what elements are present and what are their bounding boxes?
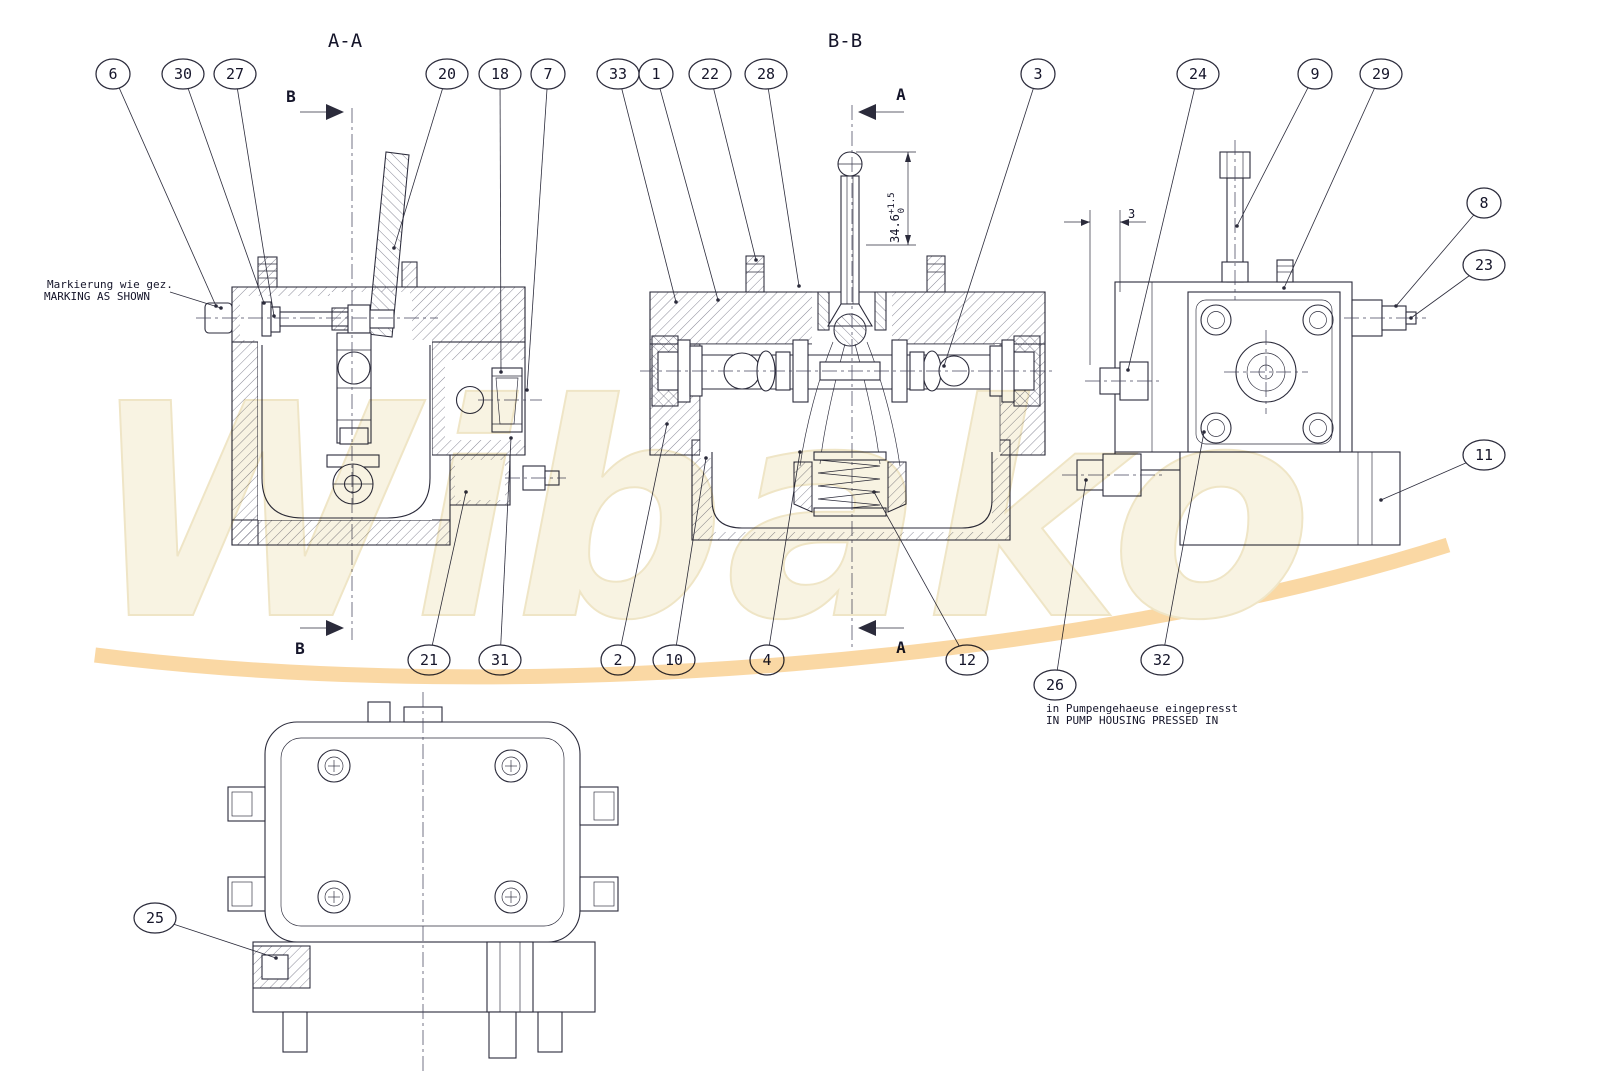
callout-6: 6 [95,58,131,90]
callout-7: 7 [530,58,566,90]
svg-text:20: 20 [438,65,456,83]
svg-text:22: 22 [701,65,719,83]
svg-text:8: 8 [1479,194,1488,212]
callout-4: 4 [749,644,785,676]
callout-25: 25 [133,902,177,934]
view-section-a-a [196,104,566,640]
annotation-pressed-en: IN PUMP HOUSING PRESSED IN [1046,714,1218,727]
svg-text:24: 24 [1189,65,1207,83]
svg-text:2: 2 [613,651,622,669]
svg-text:3: 3 [1033,65,1042,83]
svg-text:6: 6 [108,65,117,83]
svg-text:12: 12 [958,651,976,669]
view-bottom [227,692,619,1072]
svg-text:27: 27 [226,65,244,83]
annotation-marking-en: MARKING AS SHOWN [44,290,150,303]
svg-text:29: 29 [1372,65,1390,83]
section-letter-A: A [896,638,906,657]
callout-11: 11 [1462,439,1506,471]
svg-text:7: 7 [543,65,552,83]
svg-text:9: 9 [1310,65,1319,83]
svg-text:21: 21 [420,651,438,669]
callout-18: 18 [478,58,522,90]
view-side [1062,140,1426,546]
spring-coil [817,459,881,512]
callout-23: 23 [1462,249,1506,281]
section-letter-B: B [295,639,305,658]
callout-30: 30 [161,58,205,90]
callout-26: 26 [1033,669,1077,701]
callout-3: 3 [1020,58,1056,90]
callout-10: 10 [652,644,696,676]
svg-text:33: 33 [609,65,627,83]
section-title-aa: A-A [328,30,363,52]
svg-text:25: 25 [146,909,164,927]
callout-32: 32 [1140,644,1184,676]
svg-text:30: 30 [174,65,192,83]
callout-9: 9 [1297,58,1333,90]
svg-text:28: 28 [757,65,775,83]
lever-arm [367,151,410,338]
callout-8: 8 [1466,187,1502,219]
svg-text:23: 23 [1475,256,1493,274]
svg-text:1: 1 [651,65,660,83]
view-section-b-b [640,104,1056,650]
svg-text:10: 10 [665,651,683,669]
callout-21: 21 [407,644,451,676]
callout-1: 1 [638,58,674,90]
svg-text:4: 4 [762,651,771,669]
callout-31: 31 [478,644,522,676]
section-letter-B: B [286,87,296,106]
callout-33: 33 [596,58,640,90]
svg-text:11: 11 [1475,446,1493,464]
annotation-marking-de: Markierung wie gez. [47,278,173,291]
callout-27: 27 [213,58,257,90]
svg-text:32: 32 [1153,651,1171,669]
svg-text:18: 18 [491,65,509,83]
section-letter-A: A [896,85,906,104]
section-title-bb: B-B [828,30,862,52]
dimension-3: 3 [1128,207,1135,221]
callout-12: 12 [945,644,989,676]
dimension-34-6: 34.6+1.50 [887,192,907,243]
callout-24: 24 [1176,58,1220,90]
annotation-pressed-de: in Pumpengehaeuse eingepresst [1046,702,1238,715]
callout-22: 22 [688,58,732,90]
callout-20: 20 [425,58,469,90]
svg-text:26: 26 [1046,676,1064,694]
callout-2: 2 [600,644,636,676]
svg-text:31: 31 [491,651,509,669]
callout-29: 29 [1359,58,1403,90]
callout-28: 28 [744,58,788,90]
drawing-texts: A-A B-B Markierung wie gez. MARKING AS S… [44,30,1238,727]
